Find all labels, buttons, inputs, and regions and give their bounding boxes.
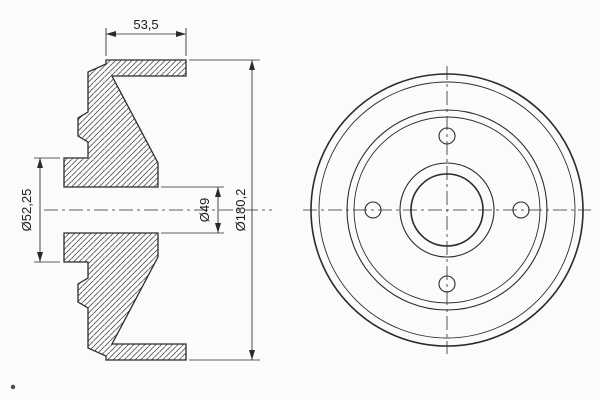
arrowhead-bottom	[215, 223, 221, 233]
arrowhead-bottom	[249, 350, 255, 360]
arrowhead-top	[37, 158, 43, 168]
dim-hub-diameter-label: Ø52,25	[19, 189, 34, 232]
drum-outer-circle	[310, 73, 584, 347]
arrowhead-top	[249, 60, 255, 70]
section-view: 53,5 Ø52,25 Ø49 Ø180,2	[19, 17, 272, 361]
dim-bore-diameter-label: Ø49	[197, 198, 212, 223]
arrowhead-top	[215, 187, 221, 197]
hub-circle	[399, 162, 495, 258]
arrowhead-bottom	[37, 252, 43, 262]
drum-rim-circle	[318, 81, 576, 339]
bolt-hole-bottom	[438, 275, 456, 293]
dimension-hub-diameter: Ø52,25	[19, 157, 60, 263]
section-metal-lower	[63, 232, 187, 361]
friction-surface-circle	[346, 109, 548, 311]
dimension-outer-diameter: Ø180,2	[189, 59, 260, 361]
arrowhead-right	[176, 31, 186, 37]
dim-outer-diameter-label: Ø180,2	[233, 189, 248, 232]
dimension-bore-diameter: Ø49	[161, 186, 224, 234]
dimension-depth: 53,5	[105, 17, 187, 56]
corner-mark	[10, 384, 16, 390]
center-bore-circle	[410, 173, 484, 247]
front-view	[303, 66, 591, 354]
bolt-hole-top	[438, 127, 456, 145]
bolt-hole-left	[364, 201, 382, 219]
bolt-hole-right	[512, 201, 530, 219]
arrowhead-left	[106, 31, 116, 37]
section-metal-upper	[63, 59, 187, 188]
inner-shoulder-circle	[353, 116, 541, 304]
dim-depth-label: 53,5	[133, 17, 158, 32]
